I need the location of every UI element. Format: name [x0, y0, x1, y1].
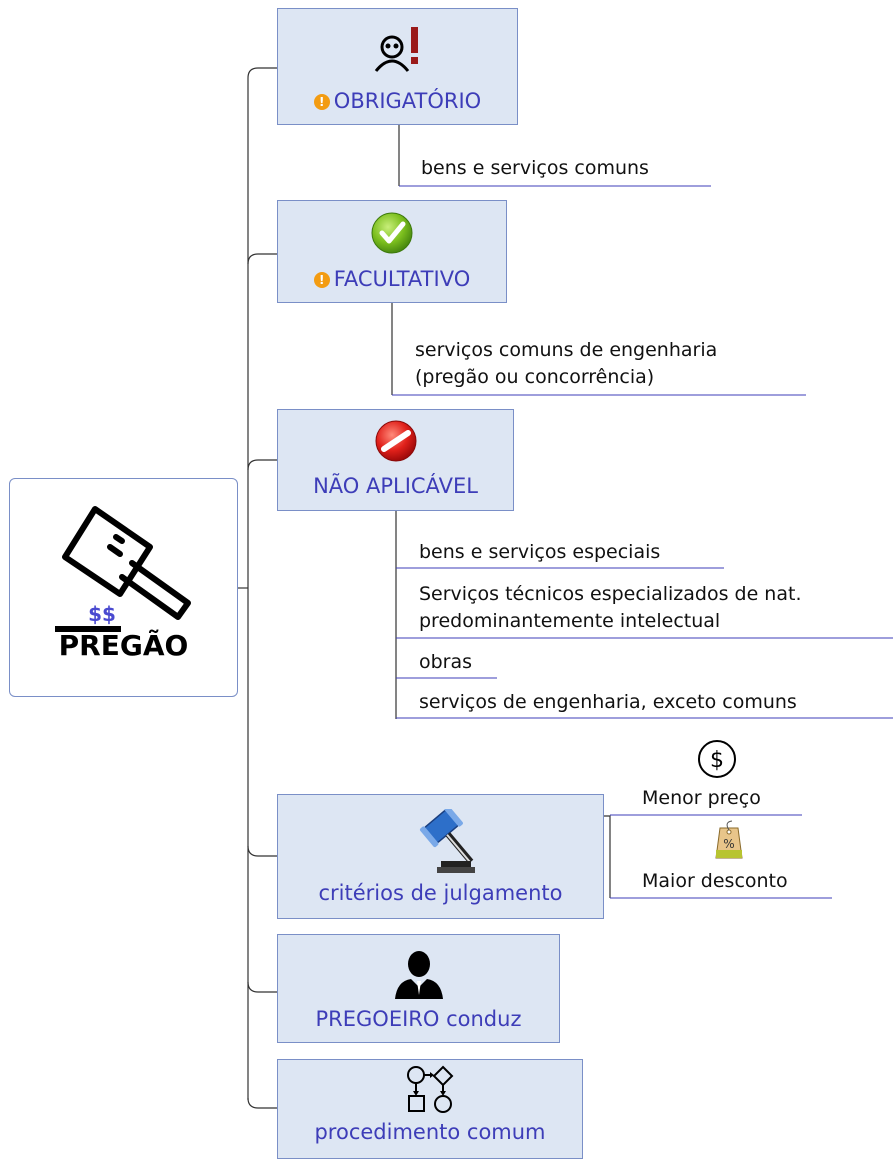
leaf-bens-servicos-comuns[interactable]: bens e serviços comuns: [421, 157, 649, 179]
node-obrigatorio[interactable]: !OBRIGATÓRIO: [277, 8, 518, 125]
leaf-servicos-comuns-engenharia[interactable]: serviços comuns de engenharia (pregão ou…: [415, 337, 717, 391]
node-procedimento-label: procedimento comum: [314, 1120, 546, 1144]
person-alert-icon: [374, 27, 418, 72]
leaf-line: (pregão ou concorrência): [415, 366, 655, 388]
root-node[interactable]: $$ PREGÃO: [9, 478, 238, 697]
warning-icon: !: [313, 94, 330, 110]
node-obrigatorio-label: OBRIGATÓRIO: [333, 89, 482, 113]
node-facultativo-label: FACULTATIVO: [333, 267, 471, 291]
leaf-line: predominantemente intelectual: [419, 610, 721, 632]
leaf-servicos-engenharia-exceto[interactable]: serviços de engenharia, exceto comuns: [419, 691, 797, 713]
node-pregoeiro-label: PREGOEIRO conduz: [315, 1007, 522, 1031]
discount-tag-icon: %: [715, 820, 743, 859]
dollar-circle-icon: $: [698, 740, 736, 778]
warning-icon: !: [313, 272, 330, 288]
leaf-servicos-tecnicos[interactable]: Serviços técnicos especializados de nat.…: [419, 581, 801, 635]
leaf-bens-servicos-especiais[interactable]: bens e serviços especiais: [419, 541, 661, 563]
node-criterios-julgamento[interactable]: critérios de julgamento: [277, 794, 604, 919]
person-icon: [394, 951, 443, 999]
node-criterios-label: critérios de julgamento: [318, 881, 563, 905]
flowchart-icon: [407, 1065, 454, 1113]
leaf-obras[interactable]: obras: [419, 651, 473, 673]
discount-symbol: %: [723, 837, 734, 851]
svg-text:$: $: [710, 748, 724, 773]
gavel-icon: $$: [55, 506, 191, 632]
node-procedimento-comum[interactable]: procedimento comum: [277, 1059, 583, 1159]
gavel-money-text: $$: [88, 602, 116, 626]
root-title: PREGÃO: [58, 629, 189, 662]
leaf-maior-desconto[interactable]: Maior desconto: [642, 870, 788, 892]
auction-gavel-icon: [419, 809, 475, 873]
green-check-icon: [371, 212, 413, 254]
node-pregoeiro-conduz[interactable]: PREGOEIRO conduz: [277, 934, 560, 1043]
leaf-menor-preco[interactable]: Menor preço: [642, 787, 761, 809]
leaf-line: Serviços técnicos especializados de nat.: [419, 583, 802, 605]
node-nao-aplicavel-label: NÃO APLICÁVEL: [313, 474, 478, 498]
leaf-line: serviços comuns de engenharia: [415, 339, 718, 361]
node-facultativo[interactable]: !FACULTATIVO: [277, 200, 507, 303]
node-nao-aplicavel[interactable]: NÃO APLICÁVEL: [277, 409, 514, 511]
no-entry-icon: [375, 420, 416, 462]
